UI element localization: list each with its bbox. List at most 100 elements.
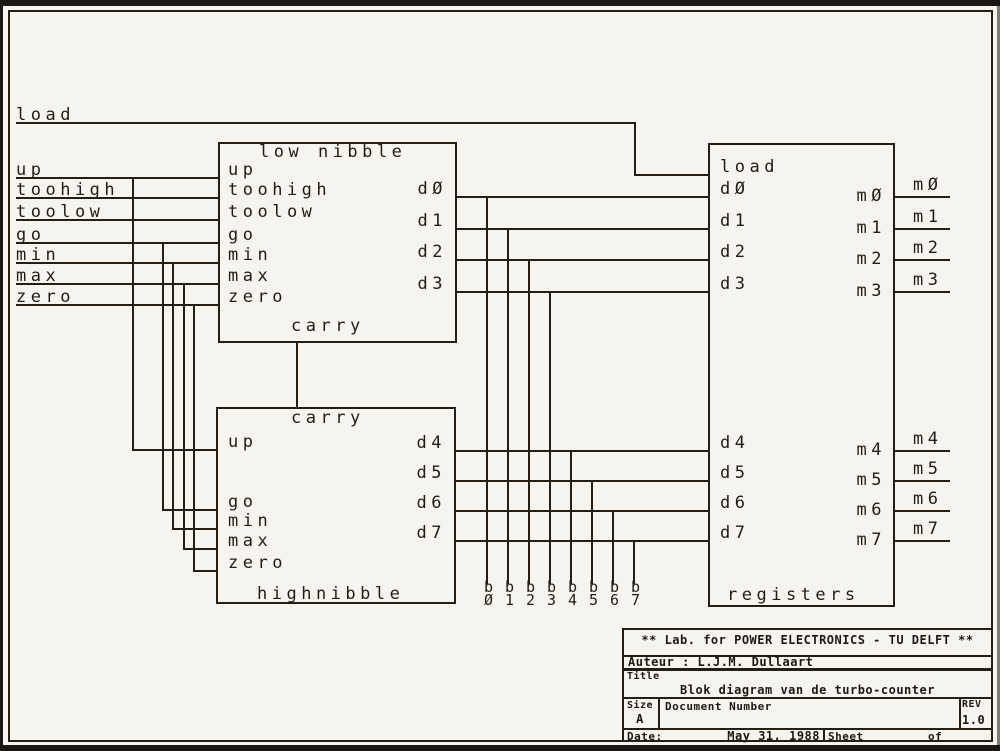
page-border xyxy=(8,10,993,742)
wire-b7-tap xyxy=(633,540,635,584)
registers-pin-d2: d2 xyxy=(720,242,750,262)
wire-up-tap-h xyxy=(132,449,218,451)
rev-value: 1.0 xyxy=(962,713,986,727)
high-nibble-pin-d5: d5 xyxy=(416,463,446,483)
drawing-title: Blok diagram van de turbo-counter xyxy=(680,683,935,697)
registers-pin-m7: m7 xyxy=(856,530,886,550)
low-nibble-pin-toolow: toolow xyxy=(228,202,317,222)
title-block-divider-rev xyxy=(959,697,961,730)
wire-min-tap-h xyxy=(172,528,218,530)
low-nibble-pin-d0: dØ xyxy=(417,179,447,199)
registers-pin-load: load xyxy=(720,157,779,177)
signal-label-toolow: toolow xyxy=(16,202,105,222)
title-block-divider xyxy=(622,697,993,699)
wire-d7 xyxy=(454,540,710,542)
wire-toolow xyxy=(16,219,219,221)
signal-label-max: max xyxy=(16,266,61,286)
wire-m3 xyxy=(893,291,950,293)
high-nibble-pin-min: min xyxy=(228,511,273,531)
scan-edge-top xyxy=(0,0,1000,6)
registers-pin-m3: m3 xyxy=(856,281,886,301)
wire-go xyxy=(16,242,219,244)
wire-m7 xyxy=(893,540,950,542)
net-label-m2: m2 xyxy=(913,238,943,258)
signal-label-load: load xyxy=(16,105,75,125)
registers-pin-d1: d1 xyxy=(720,211,750,231)
wire-d4 xyxy=(454,450,710,452)
wire-min-tap-v xyxy=(172,262,174,530)
registers-pin-m6: m6 xyxy=(856,500,886,520)
net-label-m5: m5 xyxy=(913,459,943,479)
rev-label: REV xyxy=(962,699,982,710)
wire-d6 xyxy=(454,510,710,512)
low-nibble-pin-d3: d3 xyxy=(417,274,447,294)
wire-m5 xyxy=(893,480,950,482)
registers-pin-d0: dØ xyxy=(720,179,750,199)
wire-d1 xyxy=(455,228,710,230)
wire-m4 xyxy=(893,450,950,452)
wire-d2 xyxy=(455,259,710,261)
registers-pin-d5: d5 xyxy=(720,463,750,483)
wire-m1 xyxy=(893,228,950,230)
wire-d3 xyxy=(455,291,710,293)
wire-go-tap-h xyxy=(162,509,218,511)
wire-m2 xyxy=(893,259,950,261)
scan-edge-right xyxy=(997,0,1000,751)
wire-b5-tap xyxy=(591,480,593,584)
title-block-divider xyxy=(622,655,993,657)
low-nibble-pin-max: max xyxy=(228,266,273,286)
signal-label-toohigh: toohigh xyxy=(16,180,120,200)
wire-toohigh xyxy=(16,197,219,199)
wire-go-tap-v xyxy=(162,242,164,511)
wire-max-tap-v xyxy=(183,283,185,550)
title-block-author: Auteur : L.J.M. Dullaart xyxy=(628,655,814,669)
wire-max xyxy=(16,283,219,285)
registers-box xyxy=(708,143,895,607)
wire-max-tap-h xyxy=(183,548,218,550)
low-nibble-pin-go: go xyxy=(228,225,258,245)
high-nibble-pin-go: go xyxy=(228,492,258,512)
wire-load-in xyxy=(634,174,710,176)
high-nibble-pin-up: up xyxy=(228,432,258,452)
wire-min xyxy=(16,262,219,264)
title-block-divider xyxy=(622,728,993,730)
title-label: Title xyxy=(627,671,660,682)
wire-b1-tap xyxy=(507,228,509,584)
low-nibble-pin-min: min xyxy=(228,245,273,265)
wire-up-tap-v xyxy=(132,177,134,451)
date-value: May 31, 1988 xyxy=(727,729,820,743)
low-nibble-pin-d2: d2 xyxy=(417,242,447,262)
of-label: of xyxy=(928,730,943,743)
sheet-label: Sheet xyxy=(828,730,864,743)
wire-m0 xyxy=(893,196,950,198)
net-label-m0: mØ xyxy=(913,175,943,195)
wire-carry xyxy=(296,341,298,409)
net-label-m4: m4 xyxy=(913,429,943,449)
wire-b2-tap xyxy=(528,259,530,584)
low-nibble-box xyxy=(218,142,457,343)
wire-zero-tap-h xyxy=(193,570,218,572)
low-nibble-title: low nibble xyxy=(259,142,407,162)
wire-m6 xyxy=(893,510,950,512)
low-nibble-pin-up: up xyxy=(228,160,258,180)
signal-label-up: up xyxy=(16,160,46,180)
low-nibble-carry-label: carry xyxy=(291,316,365,336)
high-nibble-carry-label: carry xyxy=(291,408,365,428)
scan-edge-left xyxy=(0,0,3,751)
title-block-org: ** Lab. for POWER ELECTRONICS - TU DELFT… xyxy=(641,633,974,647)
registers-pin-m2: m2 xyxy=(856,249,886,269)
title-block xyxy=(622,628,993,742)
registers-pin-m4: m4 xyxy=(856,440,886,460)
net-label-m6: m6 xyxy=(913,489,943,509)
document-number-label: Document Number xyxy=(665,700,772,713)
size-label: Size xyxy=(627,700,654,711)
high-nibble-pin-d4: d4 xyxy=(416,433,446,453)
signal-label-go: go xyxy=(16,225,46,245)
